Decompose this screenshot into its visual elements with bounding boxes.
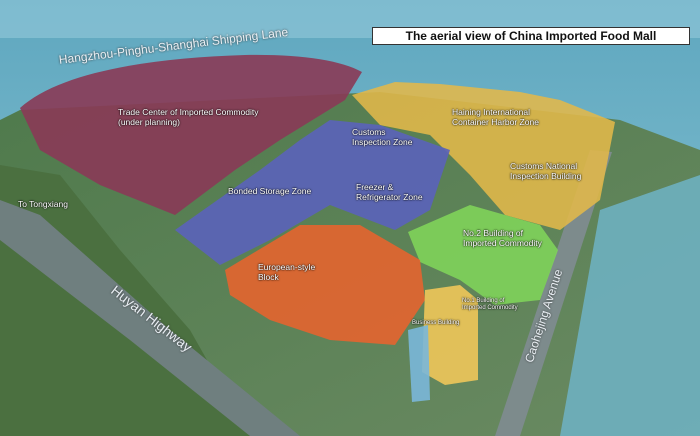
caohejing-avenue-road (495, 150, 612, 436)
storage-zone (175, 120, 450, 265)
no1-building-label: No.1 Building of Imported Commodity (462, 298, 518, 311)
bonded-storage-label: Bonded Storage Zone (228, 186, 312, 196)
business-building (408, 325, 430, 402)
no2-building-zone (408, 205, 558, 305)
map-title: The aerial view of China Imported Food M… (372, 27, 690, 45)
trade-center-label: Trade Center of Imported Commodity (unde… (118, 107, 259, 127)
european-block-label: European-style Block (258, 262, 316, 282)
customs-national-label: Customs National Inspection Building (510, 161, 582, 181)
european-block-zone (225, 225, 425, 345)
business-building-label: Business Building (412, 320, 460, 326)
customs-inspection-label: Customs Inspection Zone (352, 127, 413, 147)
no2-building-label: No.2 Building of Imported Commodity (463, 228, 542, 248)
haining-harbor-label: Haining International Container Harbor Z… (452, 107, 539, 127)
to-tongxiang-label: To Tongxiang (18, 199, 68, 209)
huyan-highway-road (0, 200, 300, 436)
freezer-label: Freezer & Refrigerator Zone (356, 182, 423, 202)
harbor-zone (352, 82, 615, 230)
right-water (560, 175, 700, 436)
no1-building-tower (422, 285, 478, 385)
trade-center-zone (20, 54, 362, 216)
